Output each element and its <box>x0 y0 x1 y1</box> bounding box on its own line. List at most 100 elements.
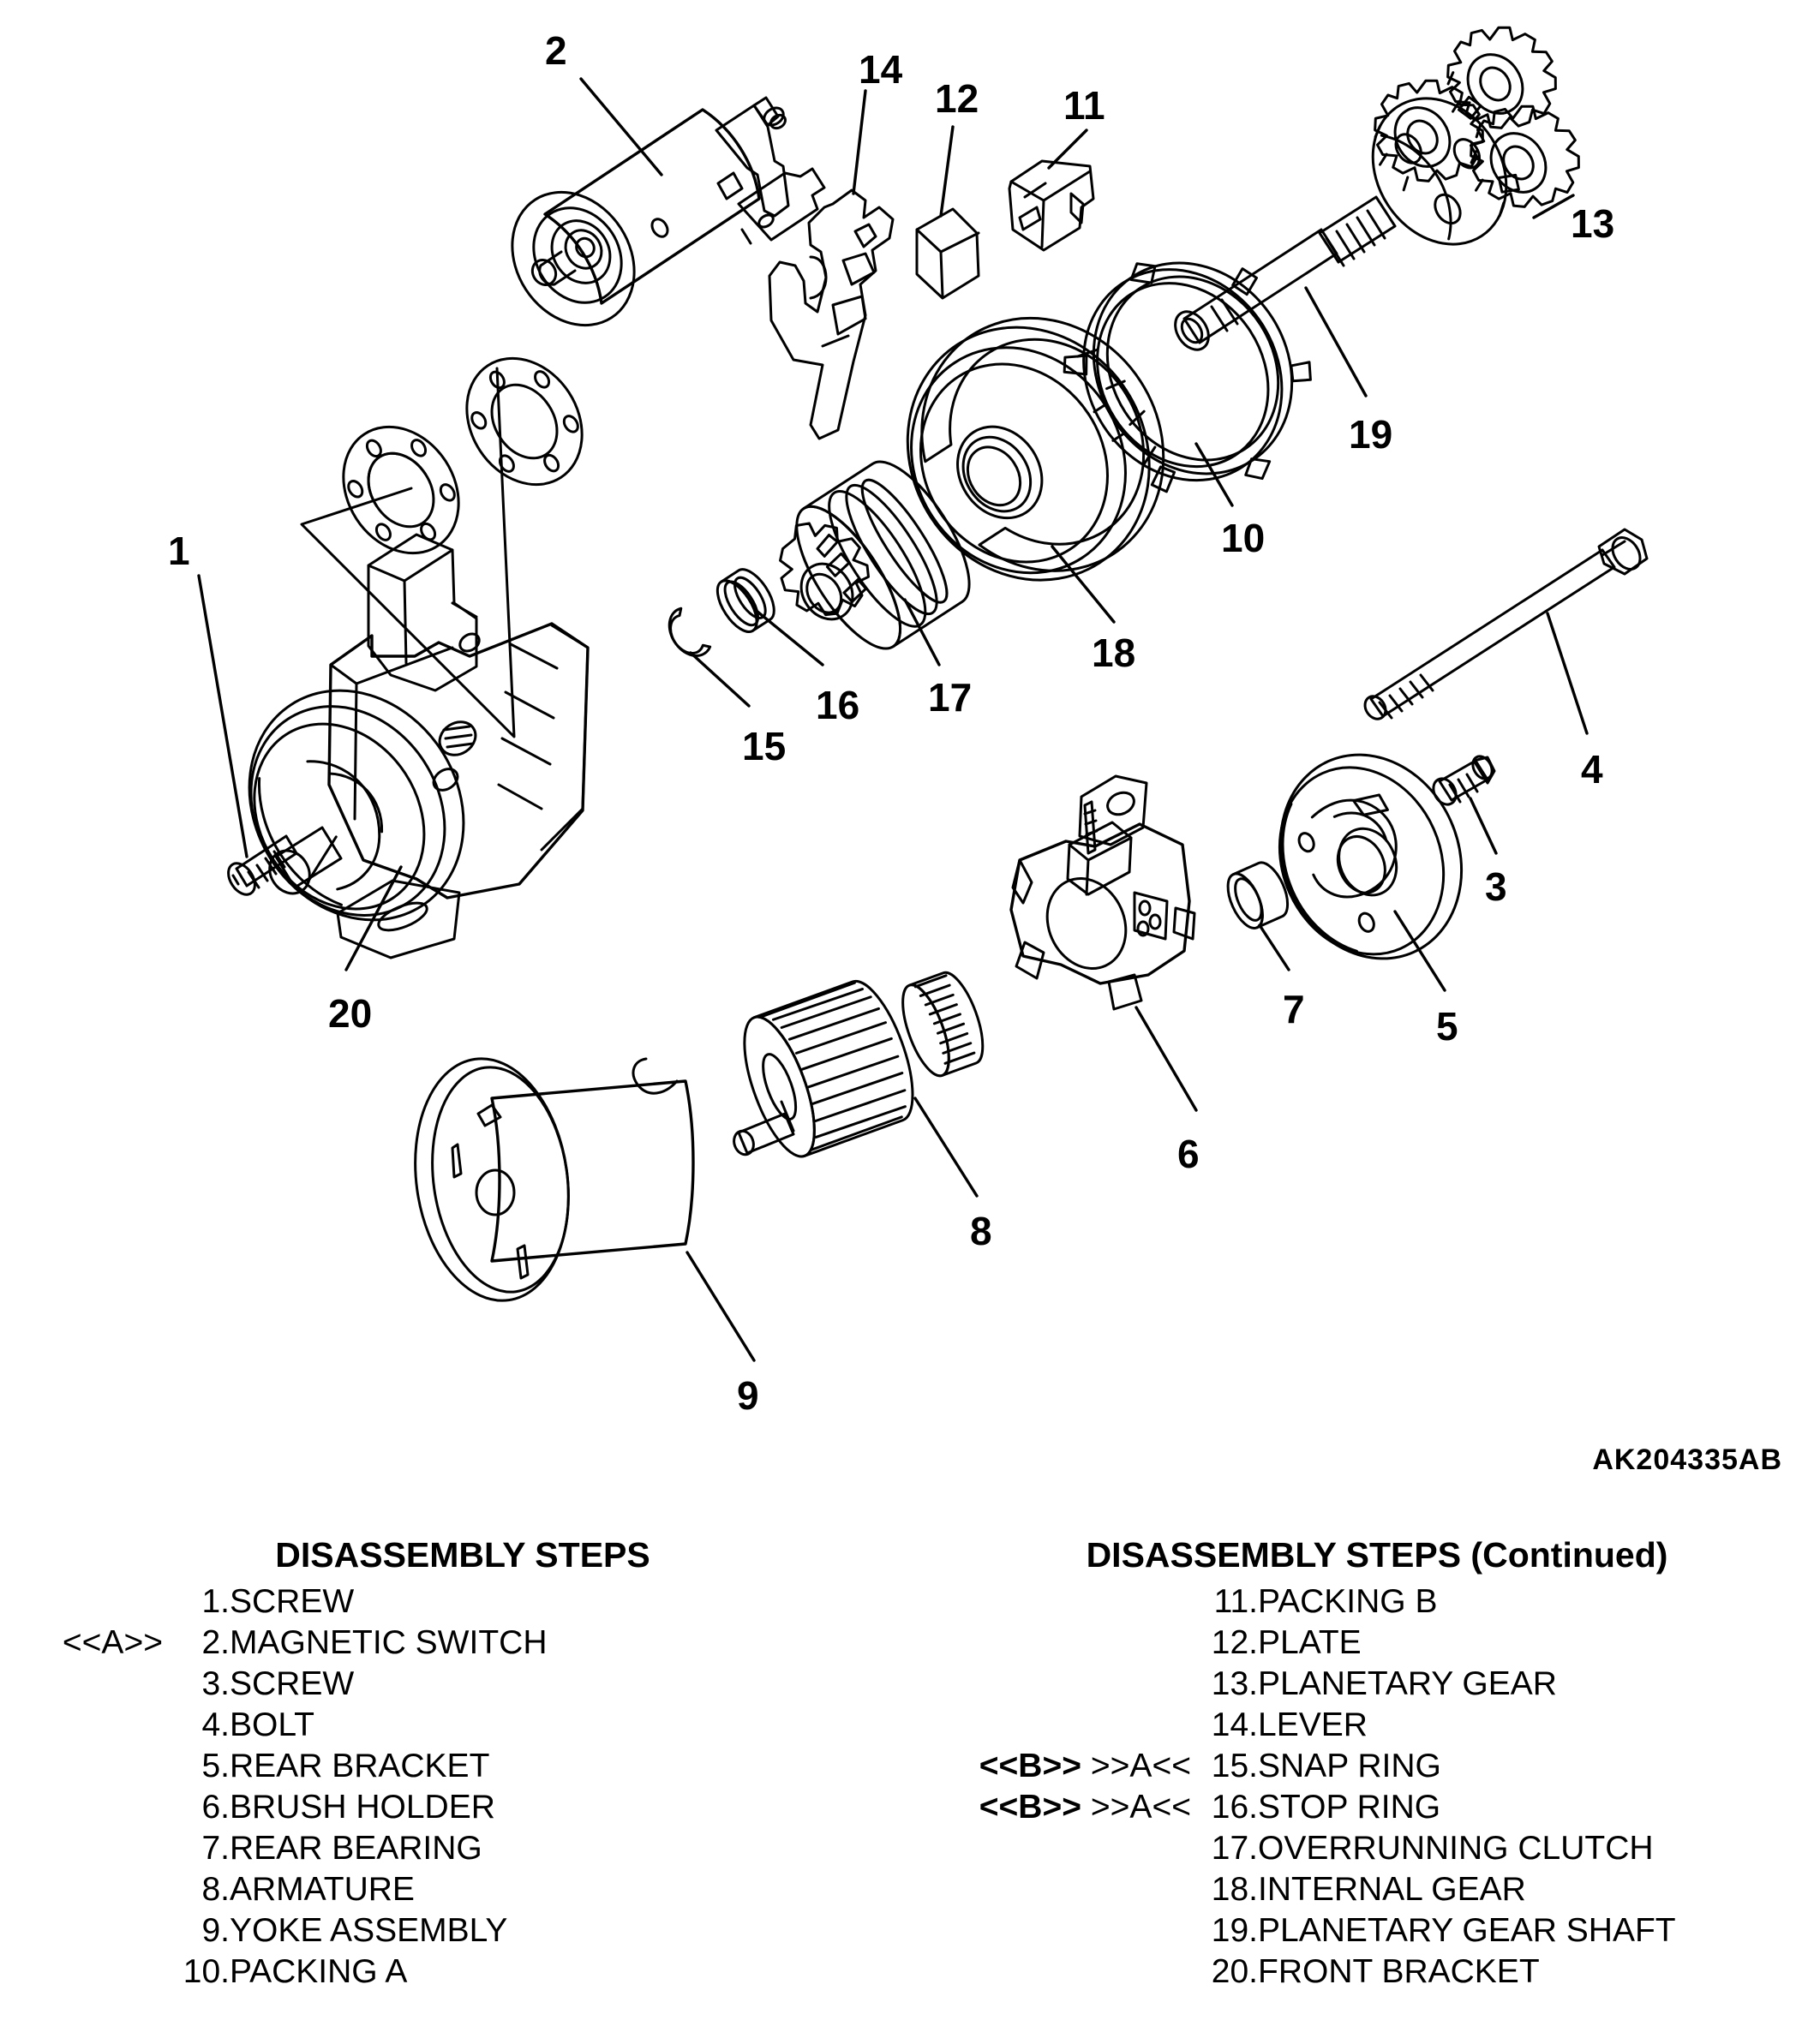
step-row: 4. BOLT <box>9 1705 547 1746</box>
step-number: 19. <box>1211 1912 1258 1949</box>
part-snap-ring <box>668 607 751 708</box>
callout-8: 8 <box>970 1209 992 1253</box>
callout-18: 18 <box>1092 631 1136 675</box>
starter-motor-exploded-drawing <box>197 26 1649 1362</box>
step-marker <box>9 1910 163 1951</box>
step-marker <box>9 1581 163 1623</box>
step-row: 20. FRONT BRACKET <box>908 1951 1676 1993</box>
part-internal-gear <box>906 317 1165 624</box>
step-marker <box>9 1787 163 1828</box>
step-marker <box>908 1623 1191 1664</box>
steps-title-left: DISASSEMBLY STEPS <box>275 1535 650 1575</box>
step-number: 14. <box>1211 1706 1258 1743</box>
step-number: 4. <box>201 1706 230 1743</box>
step-label: PLANETARY GEAR SHAFT <box>1258 1912 1676 1949</box>
part-planetary-gear-group <box>1374 26 1580 219</box>
step-number: 8. <box>201 1871 230 1908</box>
step-marker-a: >>A<< <box>1090 1748 1191 1784</box>
callout-10: 10 <box>1221 516 1266 560</box>
part-screw-rear <box>1432 755 1498 855</box>
callout-14: 14 <box>859 47 903 92</box>
callout-5: 5 <box>1436 1004 1458 1049</box>
step-label: ARMATURE <box>230 1871 415 1908</box>
step-marker: <<B>> >>A<< <box>908 1787 1191 1828</box>
step-label: INTERNAL GEAR <box>1258 1871 1526 1908</box>
step-number: 2. <box>201 1624 230 1661</box>
step-label: PLANETARY GEAR <box>1258 1665 1557 1702</box>
step-label: OVERRUNNING CLUTCH <box>1258 1830 1654 1867</box>
step-number: 16. <box>1211 1789 1258 1826</box>
part-armature <box>733 971 985 1198</box>
step-label: PACKING A <box>230 1953 408 1990</box>
step-marker <box>908 1828 1191 1869</box>
steps-table-right: 11. PACKING B 12. PLATE 13. PLANETARY GE… <box>908 1581 1676 1993</box>
step-number: 3. <box>201 1665 230 1702</box>
step-marker <box>908 1705 1191 1746</box>
step-number: 11. <box>1213 1583 1258 1620</box>
disassembly-steps-left-column: DISASSEMBLY STEPS 1. SCREW <<A>> 2. MAGN… <box>0 1533 908 1993</box>
disassembly-steps-right-column: DISASSEMBLY STEPS (Continued) 11. PACKIN… <box>908 1533 1820 1993</box>
callout-16: 16 <box>816 683 860 727</box>
part-front-bracket <box>248 533 590 971</box>
step-row: 14. LEVER <box>908 1705 1676 1746</box>
step-marker <box>908 1910 1191 1951</box>
step-row: 7. REAR BEARING <box>9 1828 547 1869</box>
part-screw-front <box>197 574 298 896</box>
callout-1: 1 <box>168 529 190 573</box>
step-label: BRUSH HOLDER <box>230 1789 495 1826</box>
part-planetary-gear-shaft <box>1174 95 1520 397</box>
callout-9: 9 <box>737 1373 759 1418</box>
callout-7: 7 <box>1283 987 1305 1031</box>
step-row: 9. YOKE ASSEMBLY <box>9 1910 547 1951</box>
callout-15: 15 <box>742 724 787 768</box>
exploded-view-diagram: 1 2 3 4 5 6 7 8 9 10 11 12 13 14 15 16 1… <box>168 26 1782 1476</box>
step-label: SNAP RING <box>1258 1748 1441 1784</box>
part-yoke-assembly <box>414 1057 756 1362</box>
part-stop-ring <box>715 568 824 666</box>
step-number: 12. <box>1211 1624 1258 1661</box>
step-number: 1. <box>201 1583 230 1620</box>
step-label: FRONT BRACKET <box>1258 1953 1540 1990</box>
step-number: 18. <box>1211 1871 1258 1908</box>
step-row: 3. SCREW <box>9 1664 547 1705</box>
step-label: REAR BRACKET <box>230 1748 490 1784</box>
step-marker <box>908 1581 1191 1623</box>
part-bolt <box>1363 528 1649 735</box>
step-marker <box>908 1951 1191 1993</box>
disassembly-steps-region: DISASSEMBLY STEPS 1. SCREW <<A>> 2. MAGN… <box>0 1533 1820 2044</box>
step-row: 13. PLANETARY GEAR <box>908 1664 1676 1705</box>
step-number: 6. <box>201 1789 230 1826</box>
step-number: 7. <box>201 1830 230 1867</box>
part-magnetic-switch <box>511 77 826 327</box>
step-number: 15. <box>1211 1748 1258 1784</box>
step-label: SCREW <box>230 1665 355 1702</box>
step-number: 5. <box>201 1748 230 1784</box>
steps-title-right: DISASSEMBLY STEPS (Continued) <box>1086 1535 1668 1575</box>
step-marker <box>9 1705 163 1746</box>
step-marker <box>9 1951 163 1993</box>
step-row: 11. PACKING B <box>908 1581 1676 1623</box>
callout-12: 12 <box>935 76 979 121</box>
step-row: 1. SCREW <box>9 1581 547 1623</box>
figure-code: AK204335AB <box>1592 1443 1782 1476</box>
step-row: 19. PLANETARY GEAR SHAFT <box>908 1910 1676 1951</box>
callout-20: 20 <box>328 991 373 1036</box>
step-row: 10. PACKING A <box>9 1951 547 1993</box>
step-marker-b: <<B>> <box>979 1748 1082 1784</box>
step-row: 5. REAR BRACKET <box>9 1746 547 1787</box>
step-marker <box>9 1746 163 1787</box>
step-row: 6. BRUSH HOLDER <box>9 1787 547 1828</box>
step-label: PACKING B <box>1258 1583 1438 1620</box>
step-row: 12. PLATE <box>908 1623 1676 1664</box>
step-marker <box>9 1664 163 1705</box>
part-packing-washers <box>300 356 584 738</box>
step-number: 13. <box>1211 1665 1258 1702</box>
part-plate <box>915 125 980 300</box>
part-lever <box>768 89 895 440</box>
step-marker: <<A>> <box>62 1624 163 1661</box>
step-row: <<B>> >>A<< 15. SNAP RING <box>908 1746 1676 1787</box>
part-overrunning-clutch <box>779 460 971 666</box>
callout-3: 3 <box>1485 864 1507 909</box>
step-marker <box>9 1828 163 1869</box>
step-label: STOP RING <box>1258 1789 1441 1826</box>
